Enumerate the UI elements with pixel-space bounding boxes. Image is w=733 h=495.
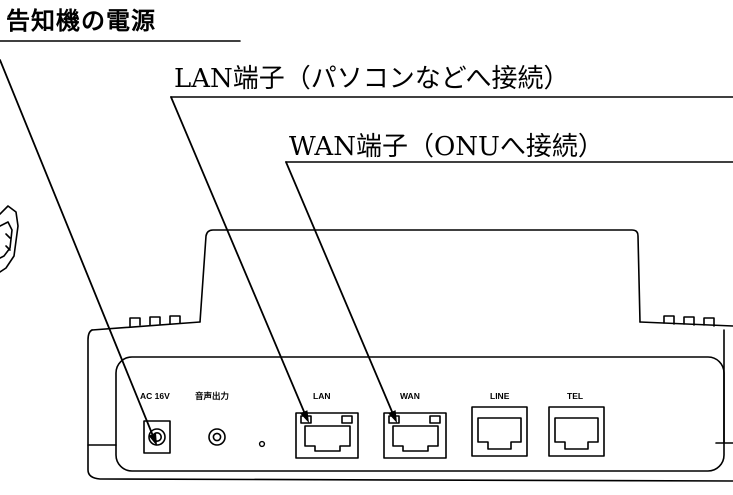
lan-port-label: LAN	[313, 391, 330, 401]
lan-port	[295, 412, 359, 459]
power-arrowhead	[148, 432, 157, 446]
wan-leader-line	[285, 161, 394, 415]
ac-16v-label: AC 16V	[140, 391, 170, 401]
line-port-label: LINE	[490, 391, 510, 401]
wan-arrowhead	[388, 410, 397, 423]
wan-port	[383, 412, 447, 459]
lan-callout-label: LAN端子（パソコンなどへ接続）	[174, 64, 570, 94]
audio-output-jack	[208, 428, 226, 446]
lan-leader-line	[170, 96, 306, 415]
audio-output-label: 音声出力	[195, 391, 229, 401]
power-adapter-fragment	[0, 205, 19, 273]
reset-hole	[258, 440, 266, 448]
wan-callout-label: WAN端子（ONUへ接続）	[289, 132, 604, 162]
lan-arrowhead	[300, 410, 309, 423]
power-callout-label: 告知機の電源	[6, 7, 156, 35]
wan-port-label: WAN	[400, 391, 420, 401]
power-leader-line	[0, 59, 154, 437]
line-port	[471, 406, 528, 457]
device-body	[87, 229, 733, 482]
tel-port	[548, 406, 605, 457]
tel-port-label: TEL	[567, 391, 583, 401]
